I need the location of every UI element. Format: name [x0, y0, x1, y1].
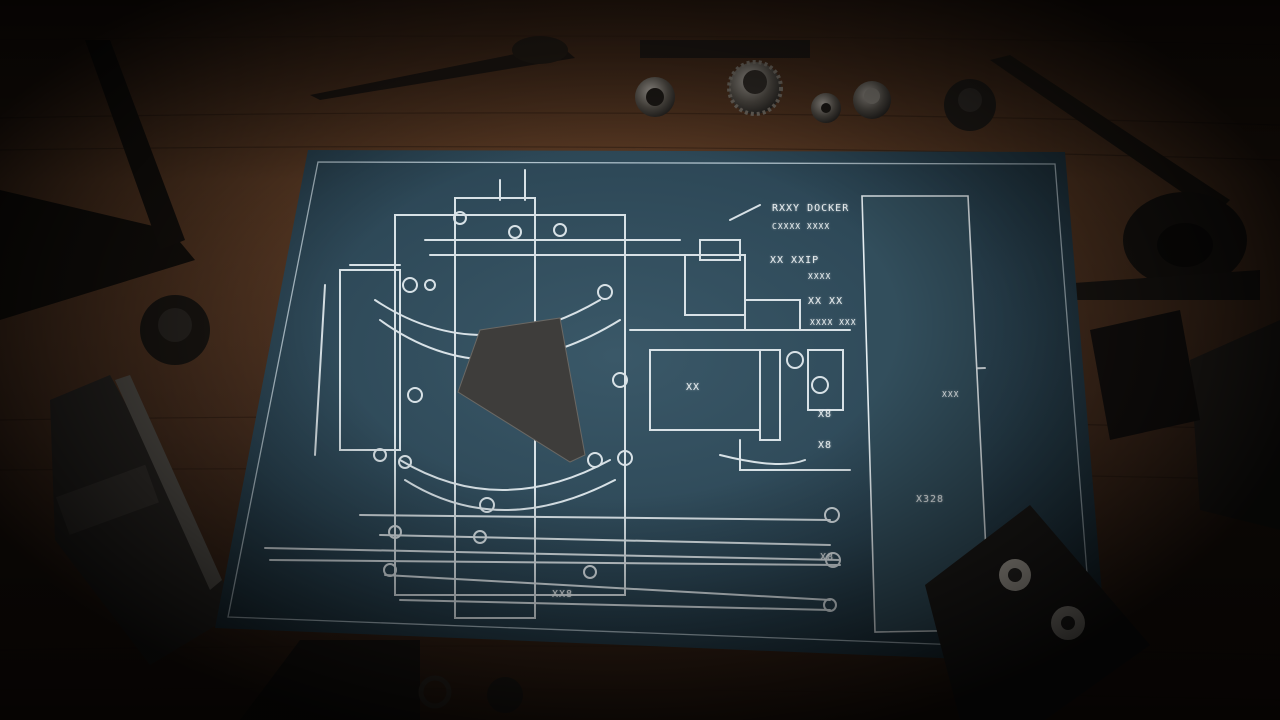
label-top-right-2: CXXXX XXXX — [772, 222, 831, 231]
washer-2 — [853, 81, 891, 119]
label-mid-2: XXXX — [808, 272, 832, 281]
label-mid-3: XX XX — [808, 296, 844, 307]
label-bottom: XX8 — [552, 589, 574, 600]
label-top-right-1: RXXY DOCKER — [772, 203, 850, 214]
label-mid-4: XXXX XXX — [810, 318, 857, 327]
label-bottom-3: X8 — [820, 552, 835, 563]
washer-1 — [811, 93, 841, 123]
label-panel: X328 — [916, 494, 945, 505]
gear-top — [727, 60, 783, 116]
label-mid-1: XX XXIP — [770, 255, 820, 266]
label-bottom-1: X8 — [818, 409, 833, 420]
label-right: XXX — [942, 390, 960, 399]
bearing-1 — [635, 77, 675, 117]
metal-bar-top — [640, 40, 810, 58]
label-center: XX — [686, 382, 701, 393]
bottom-bolt — [487, 677, 523, 713]
label-bottom-2: X8 — [818, 440, 833, 451]
nut-top-right — [944, 79, 996, 131]
left-nut — [140, 295, 210, 365]
right-tool-dark — [1090, 310, 1200, 440]
